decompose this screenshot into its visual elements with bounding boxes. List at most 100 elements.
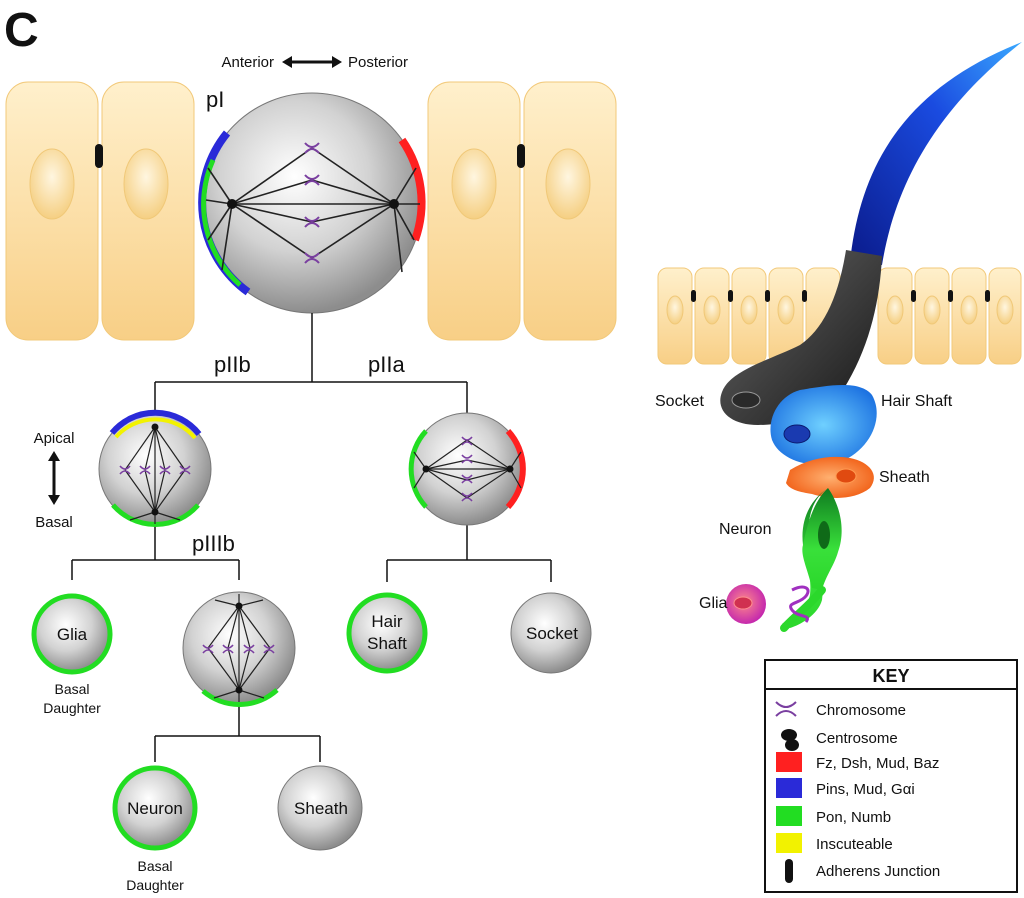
centrosome-icon xyxy=(151,508,159,516)
nucleus xyxy=(451,148,497,220)
glia-cell: Glia Basal Daughter xyxy=(31,593,113,716)
hair-shaft-bristle xyxy=(850,42,1022,265)
ap-arrow-left-head xyxy=(282,56,292,68)
neuron-label: Neuron xyxy=(127,799,183,818)
centrosome-icon xyxy=(235,686,243,694)
hair-cell-shape xyxy=(770,385,877,465)
anterior-posterior-axis: Anterior Posterior xyxy=(221,54,408,71)
hair-shaft-label-2: Shaft xyxy=(367,634,407,653)
organ-hair-shaft-label: Hair Shaft xyxy=(881,393,953,410)
organ-glia-label: Glia xyxy=(699,595,728,612)
pIIa-chromosomes xyxy=(461,436,473,502)
adherens-junction-icon xyxy=(985,290,990,302)
socket-label: Socket xyxy=(526,624,578,643)
pIIa-red-crescent xyxy=(505,428,526,510)
adherens-junction-icon xyxy=(691,290,696,302)
neuron-daughter-label: Daughter xyxy=(126,877,184,893)
organ-sheath-label: Sheath xyxy=(879,469,930,486)
organ-socket-label: Socket xyxy=(655,393,704,410)
sensory-organ xyxy=(657,42,1022,632)
key-item-yellow: Inscuteable xyxy=(816,836,893,853)
glia-label: Glia xyxy=(57,625,88,644)
epithelium-right xyxy=(427,81,617,341)
pIIIb-spindle xyxy=(207,594,271,702)
adherens-junction-icon xyxy=(95,144,103,168)
glia-daughter-label: Daughter xyxy=(43,700,101,716)
adherens-junction-icon xyxy=(802,290,807,302)
key-item-red: Fz, Dsh, Mud, Baz xyxy=(816,755,939,772)
adherens-junction-icon xyxy=(948,290,953,302)
junction-icon xyxy=(785,859,793,883)
centrosome-icon xyxy=(389,199,399,209)
chromosome-icon xyxy=(775,701,797,717)
swatch-red xyxy=(776,752,802,772)
panel-letter: C xyxy=(4,4,39,57)
pI-label: pI xyxy=(206,87,224,112)
swatch-green xyxy=(776,806,802,826)
pIIIb-green-crescent xyxy=(201,688,279,707)
ab-arrow-up-head xyxy=(48,451,60,461)
hair-shaft-cell-body xyxy=(346,592,428,674)
pIIIb-label: pIIIb xyxy=(192,531,235,556)
anterior-label: Anterior xyxy=(221,54,274,71)
adherens-junction-icon xyxy=(517,144,525,168)
neuron-nucleus xyxy=(818,521,830,549)
adherens-junction-icon xyxy=(911,290,916,302)
pIIa-cell xyxy=(408,412,526,526)
centrosome-icon xyxy=(227,199,237,209)
glia-wrap xyxy=(789,585,810,623)
pIIIb-chromosomes xyxy=(202,644,275,654)
pIIb-yellow-crescent xyxy=(114,417,197,440)
lineage-lines xyxy=(71,313,552,762)
key-item-chromosome: Chromosome xyxy=(816,702,906,719)
key-item-blue: Pins, Mud, Gαi xyxy=(816,781,915,798)
centrosome-icon xyxy=(151,423,159,431)
pIIb-chromosomes xyxy=(119,465,191,475)
centrosome-icon xyxy=(235,602,243,610)
pI-green-crescent xyxy=(201,158,242,287)
neuron-basal-label: Basal xyxy=(137,858,172,874)
pIIb-label: pIIb xyxy=(214,352,251,377)
pIIb-spindle xyxy=(124,426,186,524)
sheath-cell: Sheath xyxy=(277,765,363,851)
pI-chromosomes xyxy=(304,142,320,264)
key-item-junction: Adherens Junction xyxy=(816,863,940,880)
pIIIb-cell xyxy=(182,591,296,707)
ab-arrow-down-head xyxy=(48,495,60,505)
nucleus xyxy=(29,148,75,220)
adherens-junction-icon xyxy=(765,290,770,302)
neuron-cell: Neuron Basal Daughter xyxy=(112,765,198,893)
nucleus xyxy=(123,148,169,220)
hair-shaft-cell: Hair Shaft xyxy=(346,592,428,674)
pI-red-crescent xyxy=(398,137,426,242)
socket-cell: Socket xyxy=(510,592,592,674)
ap-arrow-right-head xyxy=(332,56,342,68)
hair-shaft-label-1: Hair xyxy=(371,612,403,631)
sheath-shape xyxy=(786,456,874,498)
pI-cell xyxy=(198,92,426,314)
socket-cell-body xyxy=(510,592,592,674)
sheath-label: Sheath xyxy=(294,799,348,818)
key-legend: KEY Chromosome Centrosome Fz, Dsh, Mud, … xyxy=(764,659,1018,893)
centrosome-icon xyxy=(422,465,430,473)
posterior-label: Posterior xyxy=(348,54,408,71)
apical-label: Apical xyxy=(34,430,75,447)
organ-neuron-label: Neuron xyxy=(719,521,771,538)
organ-epithelium xyxy=(657,267,1022,365)
pIIb-cell xyxy=(98,409,212,528)
centrosome-icon xyxy=(781,729,799,751)
nucleus xyxy=(545,148,591,220)
pI-spindle xyxy=(205,147,420,273)
pIIa-green-crescent xyxy=(408,429,428,509)
swatch-yellow xyxy=(776,833,802,853)
adherens-junction-icon xyxy=(728,290,733,302)
pIIb-blue-crescent xyxy=(109,409,202,436)
glia-basal-label: Basal xyxy=(54,681,89,697)
pIIa-label: pIIa xyxy=(368,352,405,377)
key-item-green: Pon, Numb xyxy=(816,809,891,826)
apical-basal-axis: Apical Basal xyxy=(34,430,75,531)
socket-cell-shape xyxy=(720,250,882,425)
swatch-blue xyxy=(776,778,802,798)
centrosome-icon xyxy=(506,465,514,473)
